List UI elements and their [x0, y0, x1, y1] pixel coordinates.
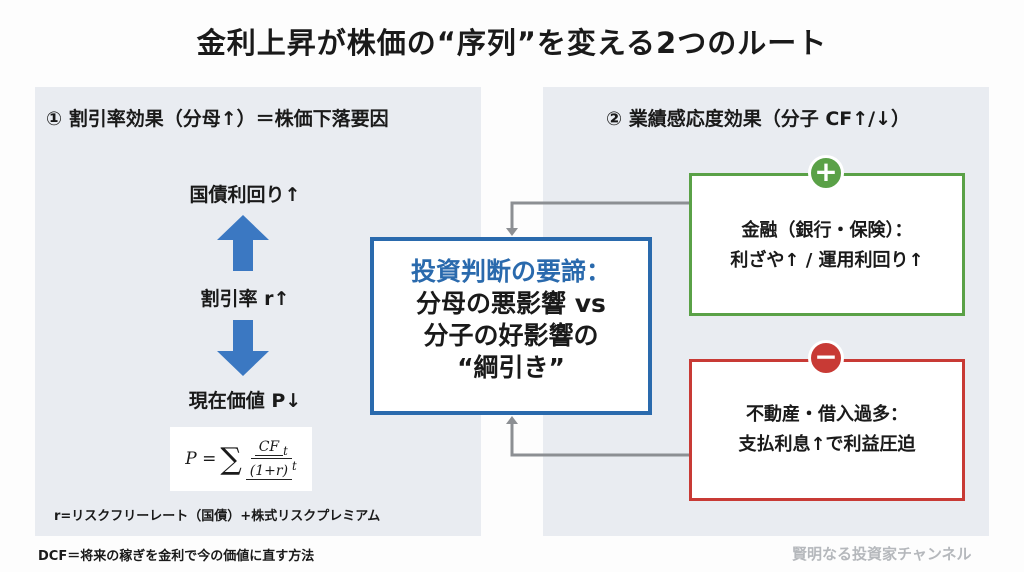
insight-line: 分子の好影響の: [423, 321, 599, 350]
negative-sector-detail: 支払利息↑で利益圧迫: [738, 434, 916, 455]
channel-watermark: 賢明なる投資家チャンネル: [792, 545, 972, 563]
dcf-footer-note: DCF＝将来の稼ぎを金利で今の価値に直す方法: [38, 549, 315, 564]
positive-sector-title: 金融（銀行・保険）：: [741, 220, 913, 241]
bond-yield-step: 国債利回り↑: [189, 184, 301, 206]
formula-lhs: P =: [185, 449, 217, 469]
left-panel-heading: ① 割引率効果（分母↑）＝株価下落要因: [46, 108, 389, 130]
insight-line: 分母の悪影響 vs: [416, 289, 606, 318]
present-value-step: 現在価値 P↓: [188, 390, 302, 412]
key-insight-box: 投資判断の要諦： 分母の悪影響 vs 分子の好影響の “綱引き”: [370, 237, 652, 415]
formula-denominator: (1+r): [245, 463, 293, 481]
formula-numerator: CF: [254, 438, 284, 456]
right-panel-heading: ② 業績感応度効果（分子 CF↑/↓）: [606, 108, 911, 130]
formula-den-sup: t: [292, 458, 297, 473]
page-title: 金利上昇が株価の“序列”を変える2つのルート: [196, 26, 828, 60]
positive-sector-box: 金融（銀行・保険）： 利ざや↑ / 運用利回り↑: [689, 173, 965, 316]
sum-symbol: ∑: [220, 441, 242, 477]
minus-icon: −: [808, 340, 844, 376]
formula-num-sub: t: [283, 443, 288, 458]
connector-arrow-icon: [506, 416, 518, 424]
insight-line: “綱引き”: [457, 353, 565, 382]
plus-icon: +: [808, 155, 844, 191]
positive-sector-detail: 利ざや↑ / 運用利回り↑: [730, 250, 924, 271]
down-arrow-icon: [217, 320, 269, 376]
up-arrow-icon: [217, 215, 269, 271]
negative-sector-title: 不動産・借入過多：: [746, 404, 908, 425]
discount-rate-note: r=リスクフリーレート（国債）+株式リスクプレミアム: [54, 509, 381, 524]
connector-arrow-icon: [506, 228, 518, 236]
insight-heading: 投資判断の要諦：: [410, 257, 611, 286]
negative-sector-box: 不動産・借入過多： 支払利息↑で利益圧迫: [689, 359, 965, 501]
discount-rate-step: 割引率 r↑: [200, 288, 290, 310]
